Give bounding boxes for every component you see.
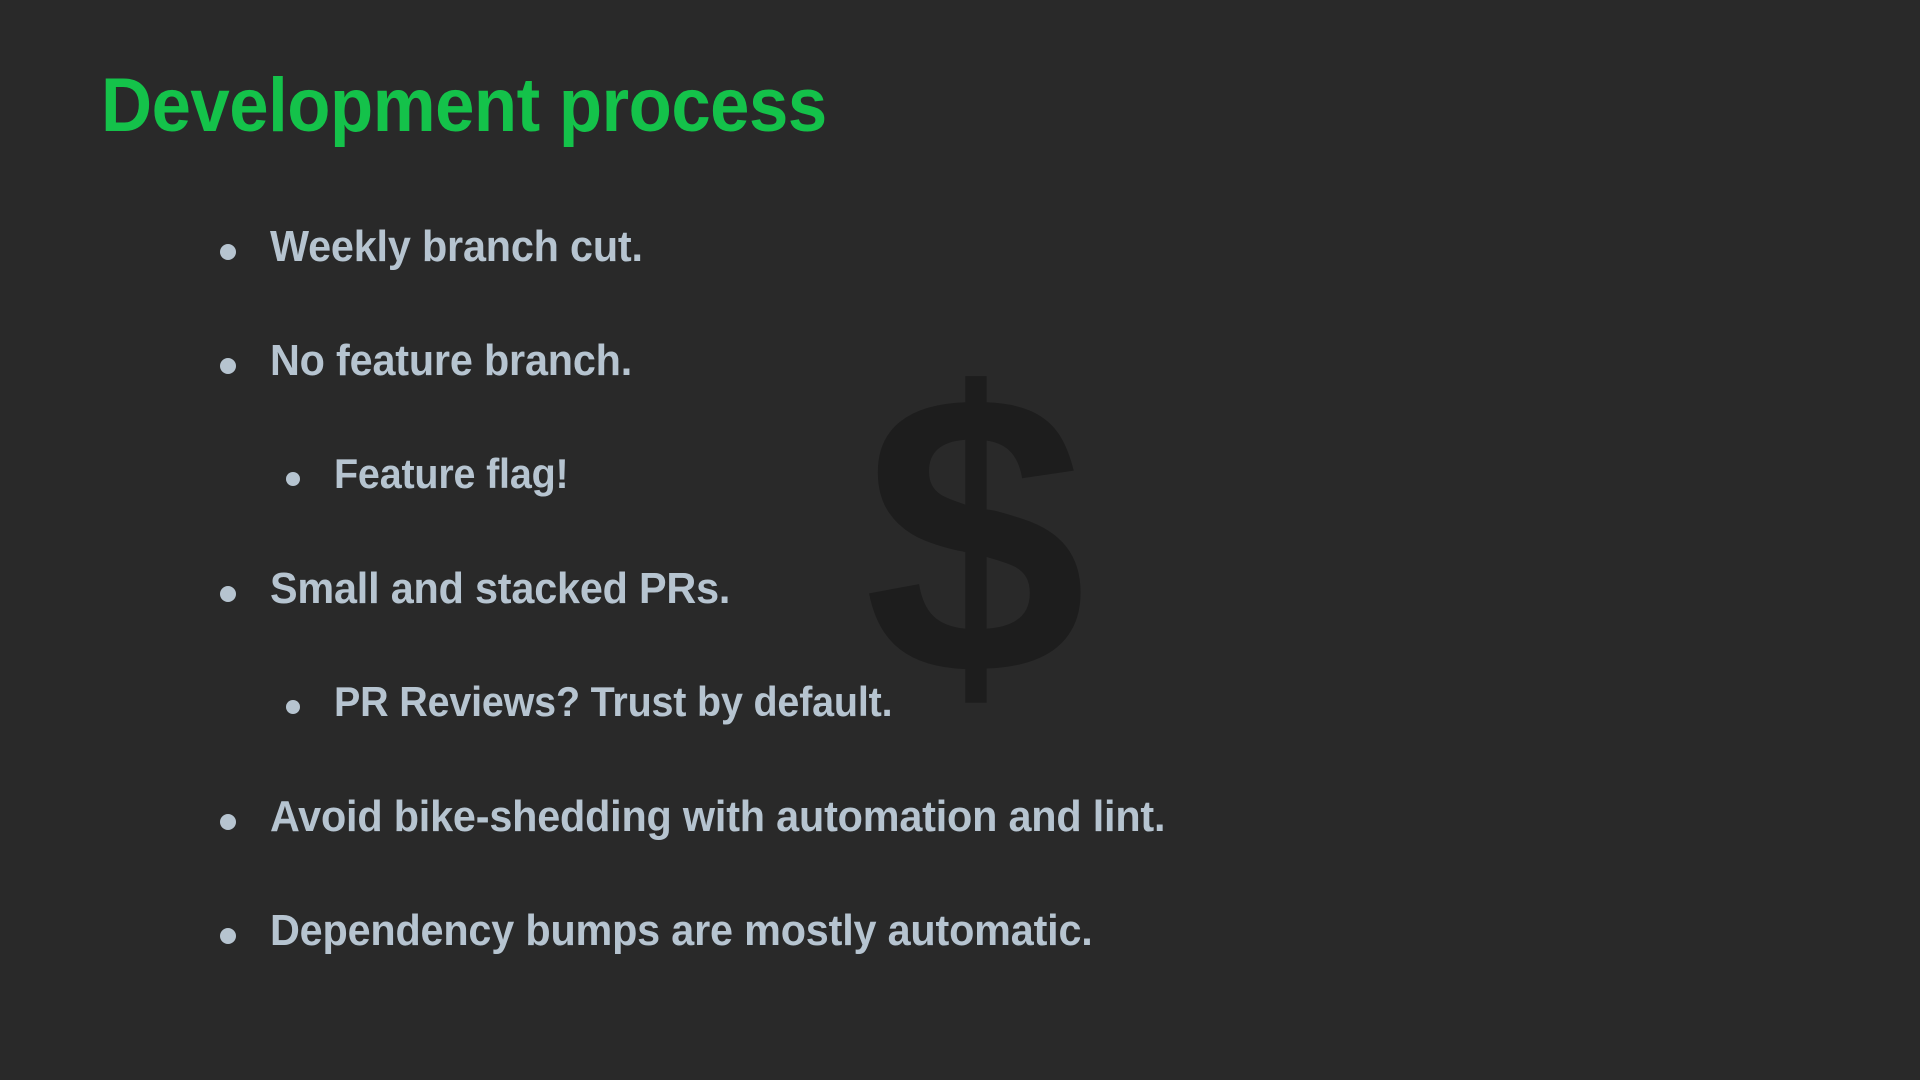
bullet-item: Small and stacked PRs. <box>0 564 1920 678</box>
bullet-item: Weekly branch cut. <box>0 222 1920 336</box>
bullet-list: Weekly branch cut. No feature branch. Feat… <box>0 222 1920 1020</box>
bullet-item: Dependency bumps are mostly automatic. <box>0 906 1920 1020</box>
bullet-item: Avoid bike-shedding with automation and … <box>0 792 1920 906</box>
bullet-item-label: Dependency bumps are mostly automatic. <box>270 906 1093 955</box>
bullet-item-label: No feature branch. <box>270 336 633 385</box>
bullet-item: No feature branch. <box>0 336 1920 450</box>
bullet-item: PR Reviews? Trust by default. <box>0 678 1920 792</box>
bullet-item-label: Feature flag! <box>334 450 569 497</box>
bullet-item-label: Small and stacked PRs. <box>270 564 731 613</box>
bullet-item: Feature flag! <box>0 450 1920 564</box>
bullet-item-label: Weekly branch cut. <box>270 222 643 271</box>
slide-title: Development process <box>101 63 827 148</box>
bullet-item-label: Avoid bike-shedding with automation and … <box>270 792 1166 841</box>
bullet-item-label: PR Reviews? Trust by default. <box>334 678 893 725</box>
